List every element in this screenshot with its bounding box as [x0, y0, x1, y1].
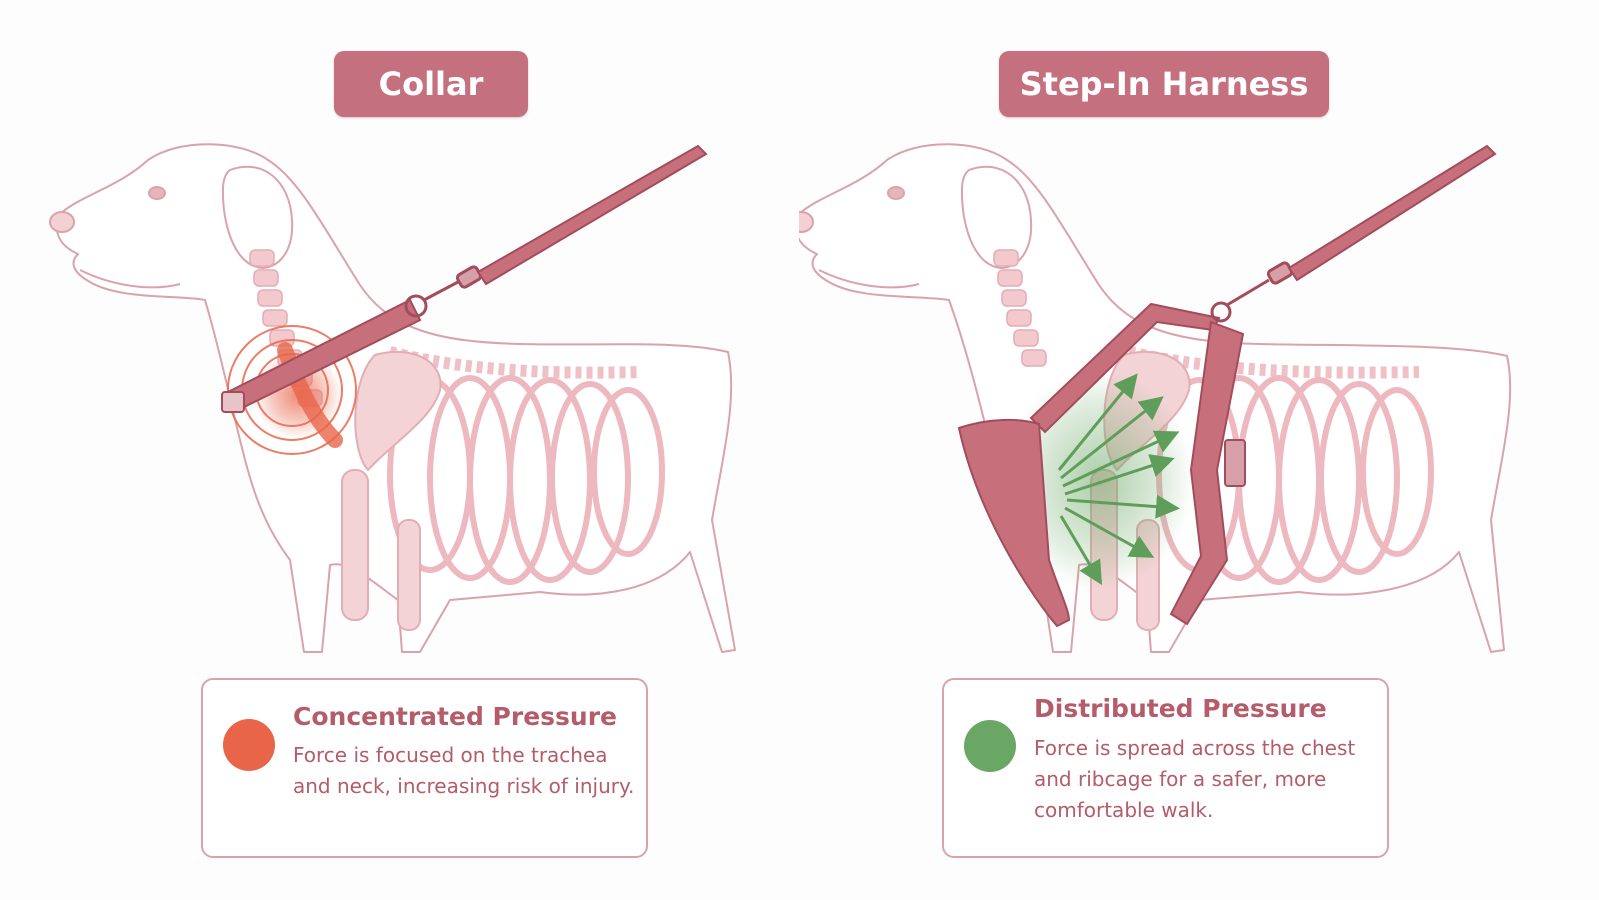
dog-face: [49, 186, 181, 289]
collar: [221, 298, 422, 414]
collar-info-heading: Concentrated Pressure: [293, 702, 617, 731]
harness-title: Step-In Harness: [999, 51, 1329, 117]
harness-panel: Step-In Harness: [799, 0, 1599, 900]
leash-clip: [404, 265, 483, 318]
force-arrows: [1057, 373, 1180, 586]
harness-info-body: Force is spread across the chest and rib…: [1034, 736, 1356, 822]
shoulder-bones: [341, 350, 442, 631]
back-spine: [388, 346, 641, 379]
harness-info-box: Distributed Pressure Force is spread acr…: [942, 678, 1389, 858]
harness-clip: [1210, 261, 1294, 323]
collar-info-box: Concentrated Pressure Force is focused o…: [201, 678, 648, 858]
harness-info-heading: Distributed Pressure: [1034, 694, 1327, 723]
leash: [1287, 144, 1497, 282]
neck-vertebrae: [993, 249, 1047, 367]
collar-info-body: Force is focused on the trachea and neck…: [293, 743, 635, 798]
dog-face: [799, 186, 920, 289]
red-indicator-dot: [223, 719, 275, 771]
collar-dog-illustration: [49, 143, 736, 653]
collar-panel: Collar: [49, 51, 736, 858]
leash: [476, 144, 708, 286]
step-in-harness: [957, 302, 1246, 628]
green-indicator-dot: [964, 720, 1016, 772]
collar-title: Collar: [334, 51, 528, 117]
harness-dog-illustration: [799, 143, 1512, 653]
